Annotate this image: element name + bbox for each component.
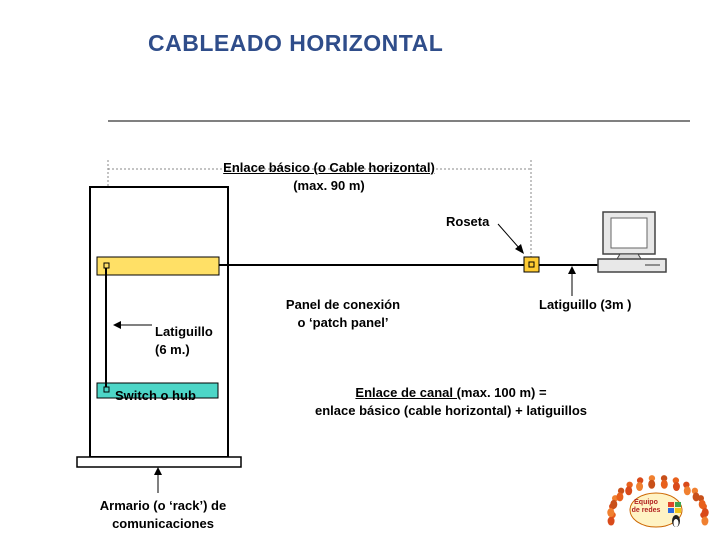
- roseta-arrowhead: [515, 244, 524, 254]
- person-body: [616, 492, 624, 502]
- rack-cabinet: [89, 186, 229, 458]
- person-body: [660, 479, 668, 489]
- panel-label-alt: o ‘patch panel’: [297, 315, 389, 330]
- team-logo: Equipo de redes: [600, 466, 728, 546]
- patch-panel: [96, 256, 220, 276]
- logo-text-1: Equipo: [634, 499, 658, 506]
- enlace-basico-max: (max. 90 m): [293, 178, 365, 193]
- person-body: [607, 508, 615, 518]
- person-body: [701, 516, 709, 526]
- panel-label: Panel de conexión: [285, 297, 401, 312]
- person-head: [660, 475, 668, 482]
- person-head: [636, 477, 644, 484]
- person-body: [607, 516, 615, 526]
- person-body: [648, 479, 656, 489]
- latiguillo-3m-label: Latiguillo (3m ): [539, 297, 632, 312]
- enlace-canal-formula: enlace básico (cable horizontal) + latig…: [315, 403, 587, 418]
- rack-base: [76, 456, 242, 468]
- latiguillo-3m-arrowhead: [568, 266, 576, 274]
- armario-label: Armario (o ‘rack’) de: [99, 498, 227, 513]
- roseta-outlet: [523, 256, 540, 273]
- computer-icon: [597, 211, 667, 273]
- roseta-arrow: [497, 223, 521, 250]
- latiguillo-6m-label: Latiguillo: [155, 324, 213, 339]
- armario-label-line2: comunicaciones: [112, 516, 214, 531]
- roseta-label: Roseta: [446, 214, 490, 229]
- person-body: [683, 486, 691, 496]
- people-ring: [607, 475, 709, 526]
- person-body: [625, 486, 633, 496]
- team-logo-graphic: Equipo de redes: [607, 475, 709, 528]
- person-body: [636, 482, 644, 492]
- switch-label: Switch o hub: [115, 388, 196, 403]
- logo-center: [629, 492, 683, 528]
- enlace-basico-label: Enlace básico (o Cable horizontal): [223, 160, 435, 175]
- windows-icon: [668, 502, 681, 513]
- person-head: [648, 475, 656, 482]
- penguin-icon: [672, 515, 680, 527]
- armario-arrowhead: [154, 467, 162, 475]
- person-body: [610, 499, 618, 509]
- person-body: [672, 482, 680, 492]
- page-title: CABLEADO HORIZONTAL: [148, 30, 444, 56]
- roseta-port: [528, 261, 535, 268]
- latiguillo-6m-length: (6 m.): [155, 342, 190, 357]
- enlace-canal-rest: max. 100 m) =: [460, 385, 547, 400]
- enlace-canal-label: Enlace de canal (max. 100 m) =: [280, 385, 622, 400]
- person-head: [672, 477, 680, 484]
- switch-hub: [96, 382, 219, 399]
- logo-text-2: de redes: [632, 507, 661, 514]
- latiguillo-6m-arrowhead: [113, 321, 121, 329]
- enlace-canal-underlined: Enlace de canal (: [355, 385, 461, 400]
